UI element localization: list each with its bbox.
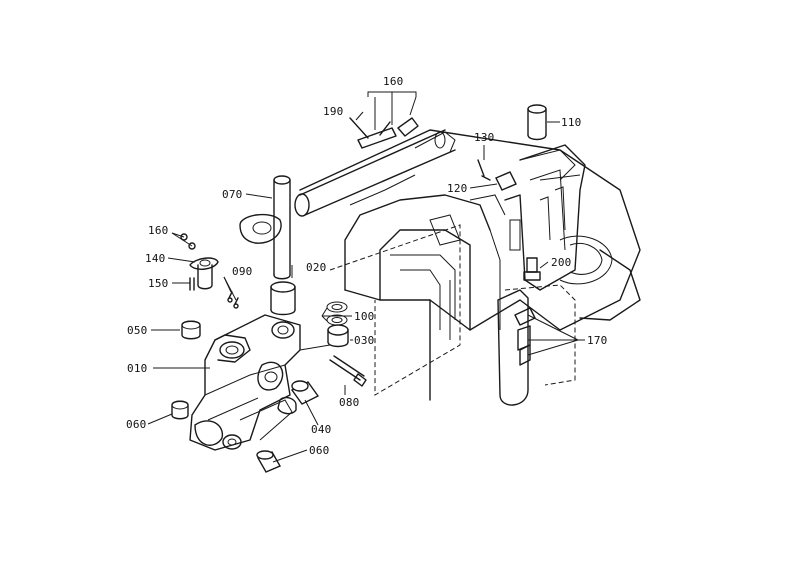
part-label-180: 160 (383, 75, 404, 88)
part-label-090: 090 (232, 265, 253, 278)
bushing-060-bottom (256, 450, 281, 473)
part-label-030: 030 (354, 334, 375, 347)
part-label-110: 110 (561, 116, 582, 129)
part-label-060-left: 060 (126, 418, 147, 431)
cap-110 (527, 104, 547, 141)
part-label-060-bottom: 060 (309, 444, 330, 457)
bolts-160-left (171, 232, 196, 250)
part-label-040: 040 (311, 423, 332, 436)
bolt-080 (329, 355, 367, 387)
main-housing (299, 129, 641, 401)
valve-170 (497, 284, 576, 406)
valve-block-right (504, 144, 586, 291)
spacer-030 (327, 324, 349, 348)
upper-cylinder (239, 129, 456, 244)
pins-090 (227, 291, 239, 309)
part-label-160: 160 (148, 224, 169, 237)
screw-130 (477, 159, 491, 181)
leader-lines (147, 111, 585, 463)
part-label-070: 070 (222, 188, 243, 201)
bushing-060-left (171, 400, 189, 420)
bushing-040 (290, 380, 320, 405)
part-label-010: 010 (127, 362, 148, 375)
pin-140-150 (189, 257, 219, 291)
pin-070 (273, 175, 291, 280)
part-label-050: 050 (127, 324, 148, 337)
part-label-190: 190 (323, 105, 344, 118)
part-label-120: 120 (447, 182, 468, 195)
plug-120 (495, 171, 517, 191)
fitting-200 (523, 257, 541, 281)
washers-100 (326, 301, 348, 326)
part-label-080: 080 (339, 396, 360, 409)
lever-010 (189, 314, 331, 451)
part-label-170: 170 (587, 334, 608, 347)
part-label-020: 020 (306, 261, 327, 274)
part-label-130: 130 (474, 131, 495, 144)
part-label-140: 140 (145, 252, 166, 265)
bushing-050 (181, 320, 201, 340)
part-label-200: 200 (551, 256, 572, 269)
part-label-150: 150 (148, 277, 169, 290)
connector-190 (349, 117, 419, 149)
bracket-180 (367, 91, 417, 130)
part-label-100: 100 (354, 310, 375, 323)
bushing-020 (270, 281, 296, 316)
